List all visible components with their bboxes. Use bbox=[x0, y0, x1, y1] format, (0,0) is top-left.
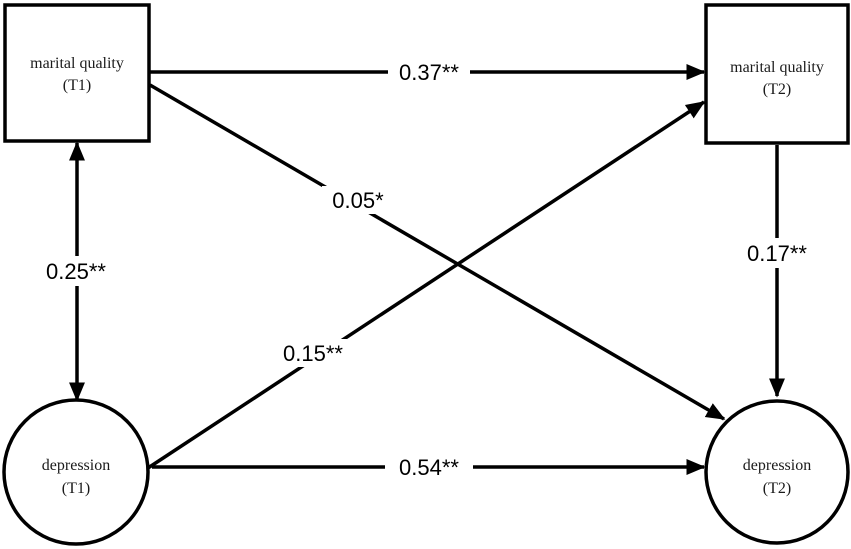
label-dep-t1-to-mq-t2: 0.15** bbox=[283, 341, 343, 366]
node-marital-quality-t2-name: marital quality bbox=[730, 59, 824, 76]
node-depression-t2: depression (T2) bbox=[704, 399, 850, 545]
node-marital-quality-t2: marital quality (T2) bbox=[704, 3, 850, 145]
node-depression-t2-name: depression bbox=[743, 457, 811, 474]
node-depression-t1: depression (T1) bbox=[2, 398, 150, 546]
label-mq-t2-to-dep-t2: 0.17** bbox=[747, 241, 807, 266]
node-marital-quality-t1: marital quality (T1) bbox=[3, 3, 151, 143]
label-mq-t1-to-mq-t2: 0.37** bbox=[399, 60, 459, 85]
label-mq-t1-dep-t1-covariance: 0.25** bbox=[46, 259, 106, 284]
node-marital-quality-t1-name: marital quality bbox=[30, 55, 124, 72]
node-depression-t1-name: depression bbox=[42, 457, 110, 474]
path-mq-t1-to-dep-t2 bbox=[149, 83, 726, 421]
node-depression-t2-time: (T2) bbox=[763, 480, 791, 497]
node-depression-t1-time: (T1) bbox=[62, 480, 90, 497]
path-dep-t1-to-mq-t2 bbox=[147, 100, 706, 470]
node-marital-quality-t2-time: (T2) bbox=[763, 81, 791, 98]
label-mq-t1-to-dep-t2: 0.05* bbox=[332, 188, 384, 213]
node-marital-quality-t1-time: (T1) bbox=[63, 77, 91, 94]
label-dep-t1-to-dep-t2: 0.54** bbox=[399, 455, 459, 480]
